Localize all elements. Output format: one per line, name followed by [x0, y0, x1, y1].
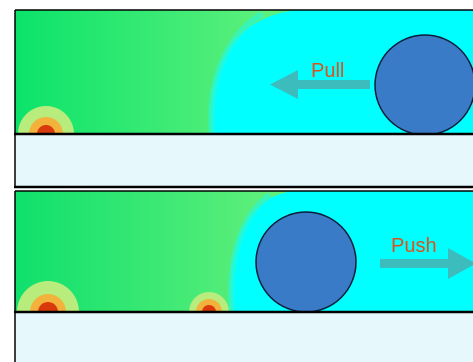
push-label: Push — [391, 235, 437, 257]
bottom-substrate — [14, 310, 473, 362]
source-bottom-left — [17, 281, 79, 312]
ball-bottom — [255, 211, 357, 313]
source-bottom-middle — [189, 292, 229, 312]
pull-arrow — [270, 70, 370, 99]
ball-top — [374, 34, 473, 136]
top-panel: Pull — [14, 9, 473, 136]
bottom-panel: Push — [14, 190, 473, 313]
pull-label: Pull — [311, 60, 344, 82]
source-top-left — [18, 106, 74, 134]
top-substrate — [14, 132, 473, 189]
push-arrow — [380, 248, 473, 279]
